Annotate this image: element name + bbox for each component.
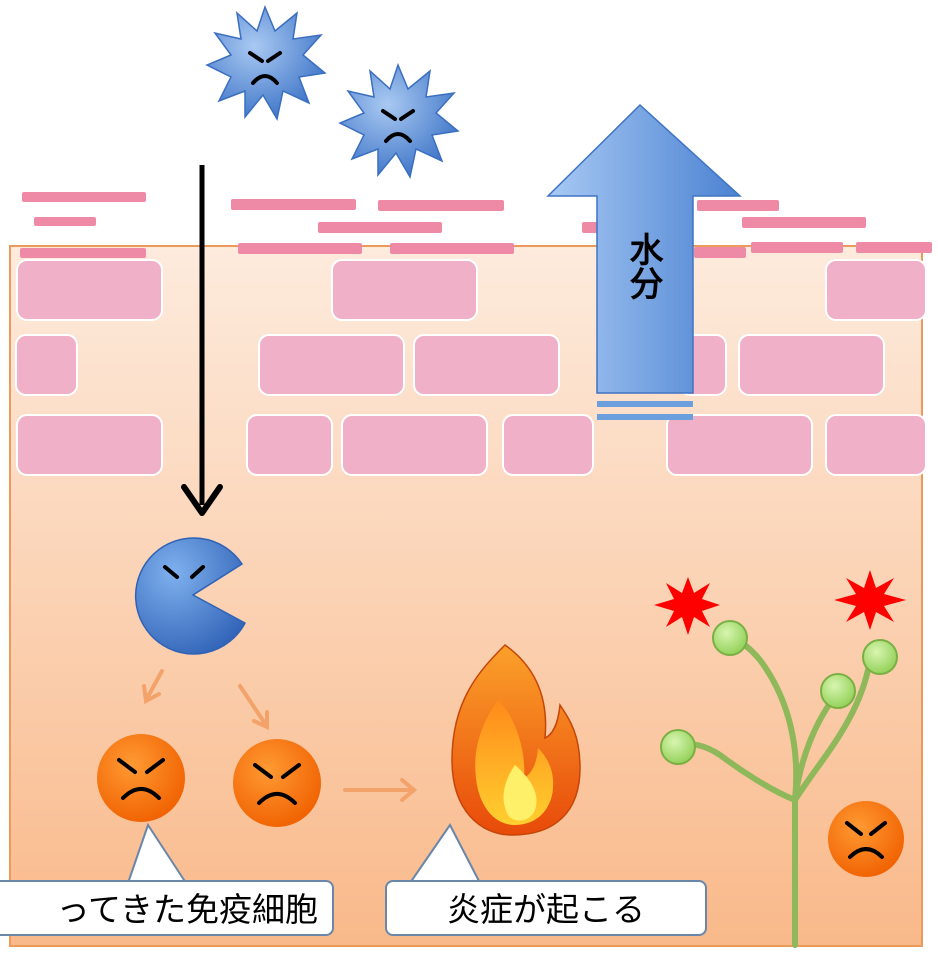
callout-inflammation: 炎症が起こる: [385, 880, 707, 936]
germ-icon: [338, 62, 460, 180]
callout-inflammation-text: 炎症が起こる: [447, 890, 645, 929]
invasion-arrow: [181, 165, 223, 516]
callout-immune-cells-text: ってきた免疫細胞: [56, 890, 318, 929]
germ-icon: [205, 4, 327, 122]
angry-face-icon: [233, 739, 321, 827]
itch-burst-icon: [654, 577, 720, 635]
angry-face-icon: [97, 734, 185, 822]
callout-immune-cells: ってきた免疫細胞: [0, 880, 334, 936]
release-arrows: [142, 669, 418, 802]
pacman-immune-cell-icon: [134, 537, 247, 655]
stratum-corneum: [20, 192, 932, 258]
itch-burst-icon: [834, 570, 906, 630]
angry-face-icon: [828, 801, 904, 877]
water-loss-arrow: [546, 103, 742, 420]
nerve-endings: [660, 620, 898, 765]
flame-icon: [451, 644, 581, 836]
water-label: 水分: [623, 232, 663, 300]
